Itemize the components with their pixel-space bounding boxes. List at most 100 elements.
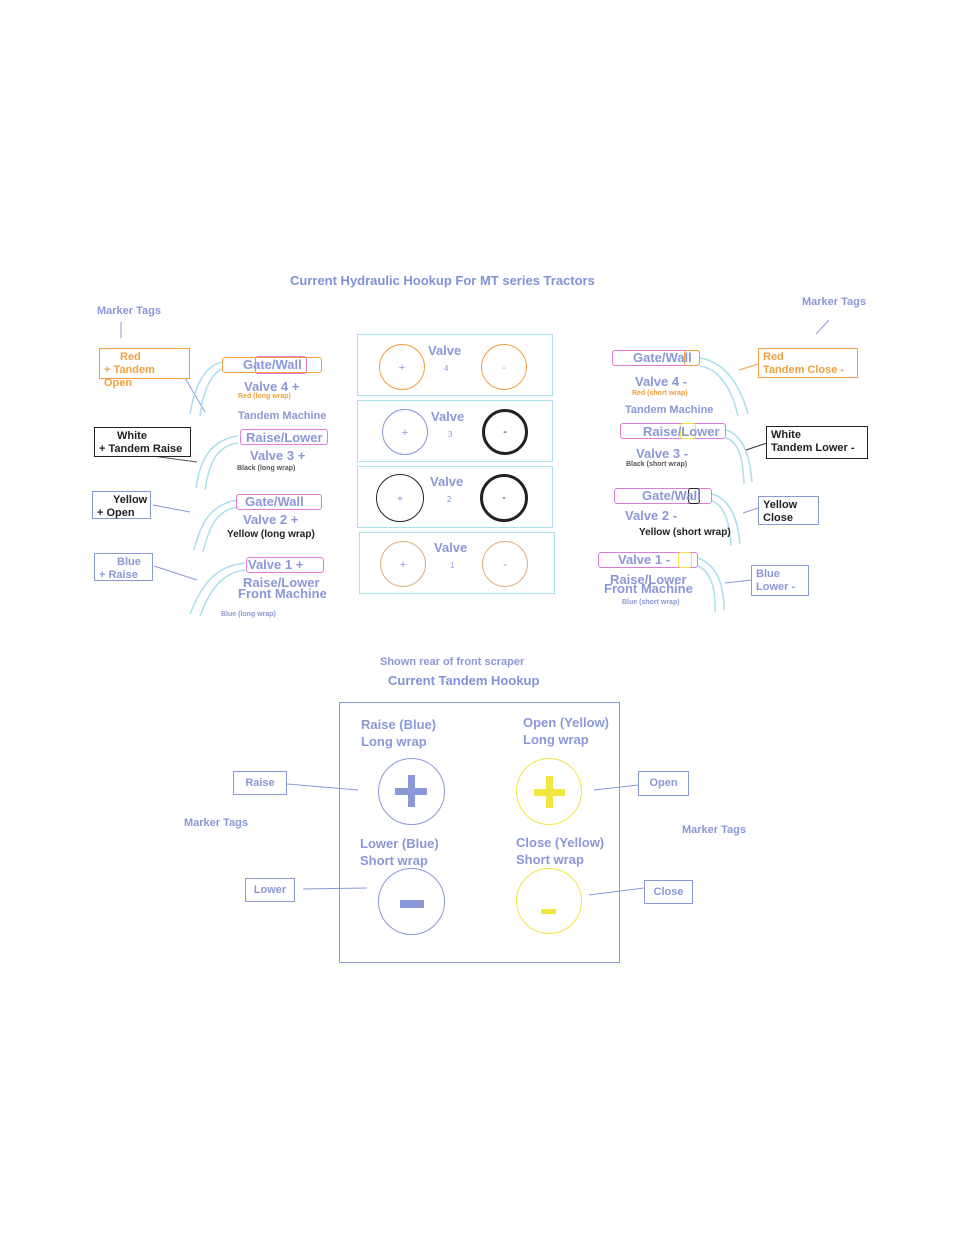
tag-lower: Lower [245,878,295,902]
valve-number: 4 [444,364,449,373]
minus-sign: - [503,559,507,571]
valve-extra-label: Front Machine [238,586,327,601]
valve-number: 2 [447,495,452,504]
connector-right-valve2-band [688,488,700,504]
tag-line: Red [763,351,784,363]
tag-yellow-close: Yellow Close [758,496,819,525]
tag-line: Blue [756,568,780,580]
tag-line: + Raise [99,569,138,581]
port-minus[interactable]: - [482,541,528,587]
valve-number: 3 [448,430,453,439]
tandem-marker-tags-left: Marker Tags [184,817,248,829]
connector-left-valve4 [222,357,322,373]
wrap-label: Blue (long wrap) [221,611,276,618]
connector-label: Gate/Wall [633,350,692,365]
tandem-marker-tags-right: Marker Tags [682,824,746,836]
valve-word: Valve [434,540,468,555]
connector-label: Raise/Lower [246,430,323,445]
connector-right-valve3-band [680,423,696,439]
plus-icon-vertical [546,776,553,808]
minus-sign: - [503,426,507,438]
valve-panel-1: + Valve 1 - [359,532,555,594]
port-minus[interactable]: - [480,474,528,522]
valve-label: Valve 4 + [244,379,300,394]
valve-extra-label: Front Machine [604,581,693,596]
open-label-line: Open (Yellow) [523,715,609,730]
tandem-title: Current Tandem Hookup [388,673,540,688]
valve-label: Raise/Lower [243,575,320,590]
tag-line: White [771,429,801,441]
close-port[interactable] [516,868,582,934]
tag-red-tandem-open: Red + Tandem Open [99,348,190,389]
port-minus[interactable]: - [481,344,527,390]
valve-label: Valve 3 + [250,448,306,463]
tag-line: + Tandem Raise [99,443,183,455]
tag-line: Close [763,512,793,524]
plus-sign: + [399,559,407,571]
valve-label: Valve 3 - [636,446,689,461]
tag-line: Tandem Lower - [771,442,855,454]
lower-label-line: Lower (Blue) [360,836,439,851]
valve-label: Valve 2 - [625,508,678,523]
valve-panel-3: + Valve 3 - [357,400,553,462]
port-plus[interactable]: + [379,344,425,390]
connector-right-valve4-band [684,350,700,366]
valve-panel-4: + Valve 4 - [357,334,553,396]
valve-word: Valve [428,343,462,358]
marker-tags-label-right: Marker Tags [802,296,866,308]
wrap-label: Blue (short wrap) [622,599,680,606]
open-port[interactable] [516,758,582,825]
valve-label: Valve 4 - [635,374,688,389]
plus-sign: + [396,493,404,505]
valve-label: Valve 2 + [243,512,299,527]
tag-white-tandem-raise: White + Tandem Raise [94,427,191,457]
tag-line: White [117,430,147,442]
tag-line: + Tandem Open [104,364,155,389]
tag-line: Red [120,351,141,363]
tag-white-tandem-lower: White Tandem Lower - [766,426,868,459]
open-label: Open (Yellow) Long wrap [523,714,609,748]
wrap-label: Yellow (long wrap) [227,529,315,540]
minus-icon [400,900,424,908]
tag-raise: Raise [233,771,287,795]
tag-line: Blue [117,556,141,568]
minus-sign: - [502,362,506,374]
connector-left-valve4-body [255,356,307,374]
lower-label-line: Short wrap [360,853,428,868]
tag-line: Yellow [763,499,798,511]
raise-label: Raise (Blue) Long wrap [361,716,436,750]
port-plus[interactable]: + [380,541,426,587]
connector-left-valve2 [236,494,322,510]
tag-line: Yellow [113,494,148,506]
connector-label: Gate/Wall [642,488,701,503]
connector-right-valve1 [598,552,698,568]
port-minus[interactable]: - [482,409,528,455]
tag-open: Open [638,771,689,796]
valve-label: Raise/Lower [610,572,687,587]
minus-icon [541,909,556,914]
open-label-line: Long wrap [523,732,589,747]
wrap-label: Black (short wrap) [626,461,688,468]
marker-tags-label-left: Marker Tags [97,305,161,317]
port-plus[interactable]: + [376,474,424,522]
connector-label: Gate/Wall [245,494,304,509]
valve-number: 1 [450,561,455,570]
tandem-machine-label-right: Tandem Machine [625,404,714,416]
plus-icon-vertical [408,775,415,807]
port-plus[interactable]: + [382,409,428,455]
tag-red-tandem-close: Red Tandem Close - [758,348,858,378]
raise-port[interactable] [378,758,445,825]
raise-label-line: Long wrap [361,734,427,749]
page-title: Current Hydraulic Hookup For MT series T… [290,273,595,288]
connector-label: Valve 1 + [248,557,304,572]
connector-label: Gate/Wall [243,357,302,372]
raise-label-line: Raise (Blue) [361,717,437,732]
valve-word: Valve [430,474,464,489]
wrap-label: Yellow (short wrap) [639,527,731,538]
connector-label: Valve 1 - [618,552,671,567]
lower-port[interactable] [378,868,445,935]
tag-line: Tandem Close - [763,364,845,376]
tandem-panel [339,702,620,963]
close-label-line: Short wrap [516,852,584,867]
